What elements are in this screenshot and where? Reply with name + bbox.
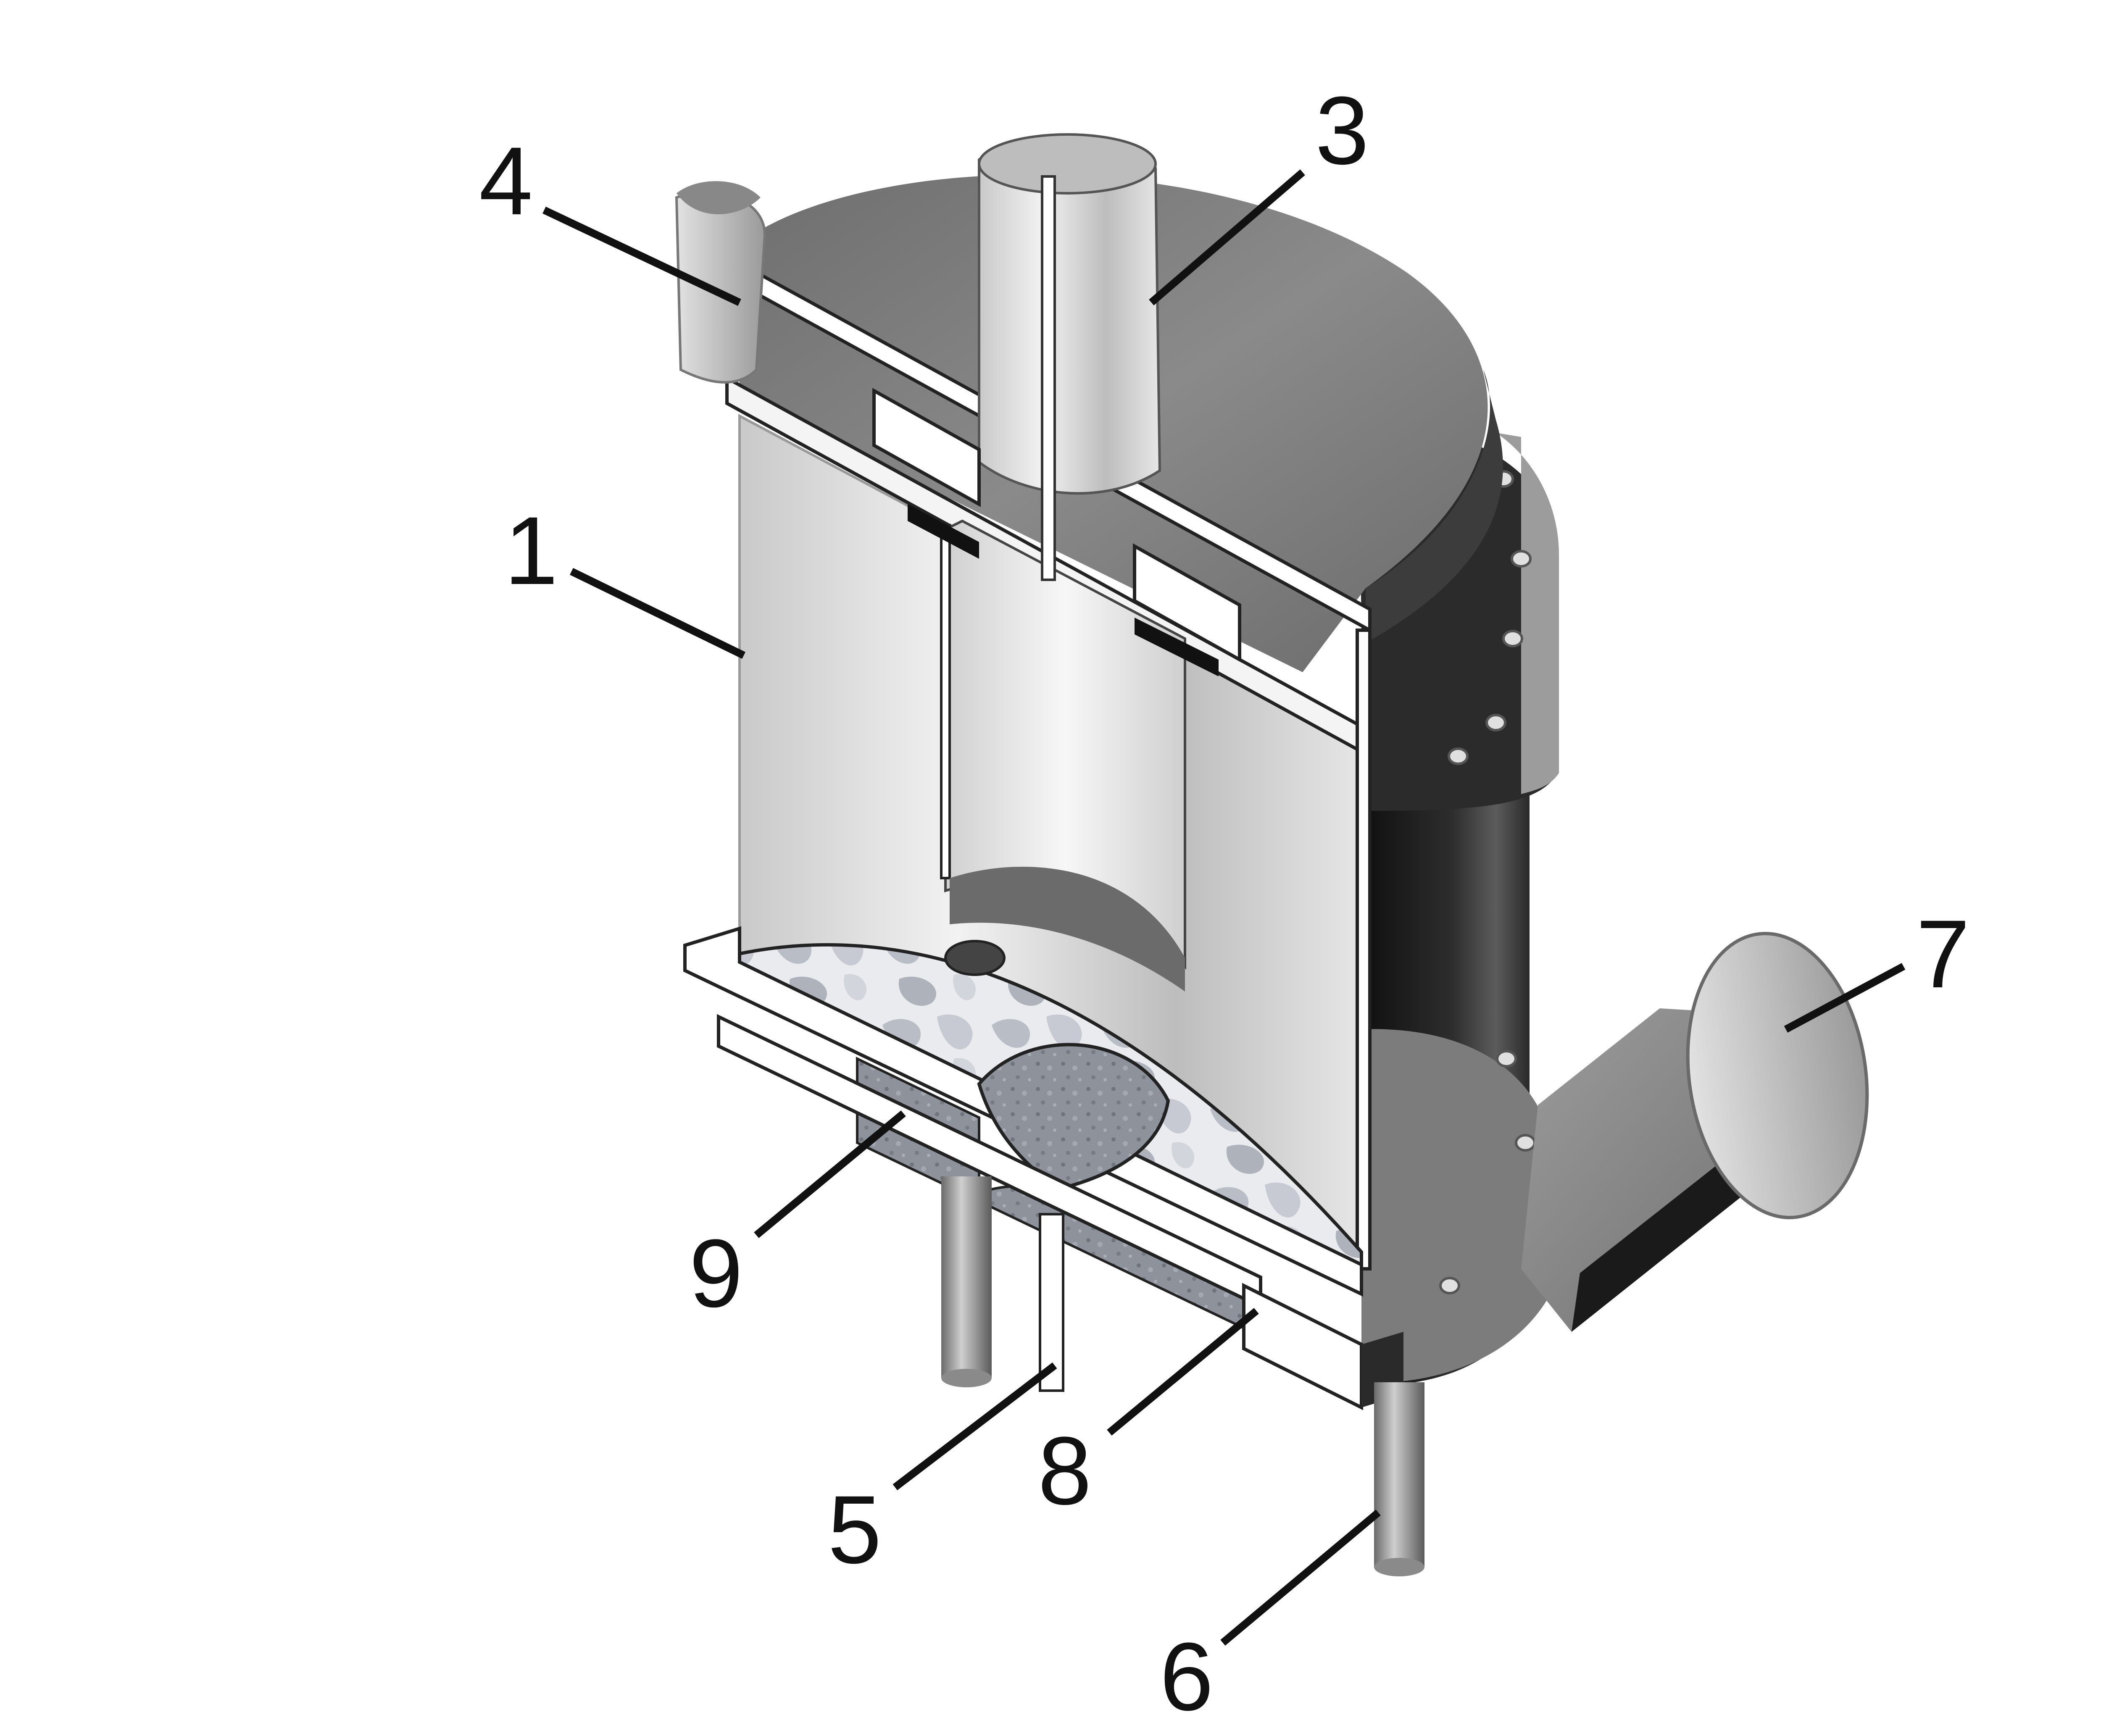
impeller-blade-left-dark <box>908 504 979 559</box>
callout-label-3: 3 <box>1315 76 1369 184</box>
top-cover-edge <box>1366 370 1503 643</box>
callout-label-7: 7 <box>1916 900 1970 1008</box>
callout-label-5: 5 <box>828 1476 882 1583</box>
drain-pipe-right <box>1374 1382 1424 1567</box>
callout-labels: 4 3 1 7 9 8 5 6 <box>479 76 1970 1731</box>
filter-cake-dish <box>977 1043 1170 1191</box>
callout-label-8: 8 <box>1038 1417 1092 1525</box>
leader-4 <box>542 206 741 306</box>
leader-5 <box>893 1362 1057 1491</box>
drain-pipe-right-end <box>1374 1558 1424 1576</box>
shell-wall-section <box>1356 629 1372 1270</box>
drain-pipe-left <box>941 1176 992 1378</box>
sample-pipe <box>1039 1213 1064 1392</box>
central-tube-bottom <box>950 866 1185 992</box>
impeller-blade-left <box>872 388 981 507</box>
central-tube-wall <box>940 524 951 879</box>
callout-label-1: 1 <box>504 497 558 605</box>
outlet-flange <box>1686 932 1869 1219</box>
inlet-pipe <box>675 191 766 384</box>
support-flange <box>1242 1283 1363 1410</box>
leader-3 <box>1149 169 1305 305</box>
leader-6 <box>1220 1510 1381 1646</box>
leader-7 <box>1784 963 1906 1033</box>
vessel-drawing <box>675 133 1869 1576</box>
motor-cap <box>978 133 1157 195</box>
leader-1 <box>570 568 745 659</box>
inlet-pipe-opening <box>677 181 761 214</box>
impeller-blade-right-dark <box>1135 618 1219 676</box>
impeller-blade-right <box>1133 543 1241 663</box>
drain-hole <box>944 940 1006 976</box>
leader-9 <box>754 1110 906 1238</box>
drain-pipe-left-end <box>941 1369 992 1387</box>
leader-8 <box>1107 1308 1259 1436</box>
bottom-flange <box>1361 1029 1555 1383</box>
callout-label-6: 6 <box>1160 1623 1214 1731</box>
callout-label-9: 9 <box>689 1219 743 1327</box>
leader-lines <box>542 169 1906 1646</box>
top-flange-rim <box>1496 433 1559 794</box>
shaft <box>1041 175 1056 581</box>
callout-label-4: 4 <box>479 127 533 235</box>
